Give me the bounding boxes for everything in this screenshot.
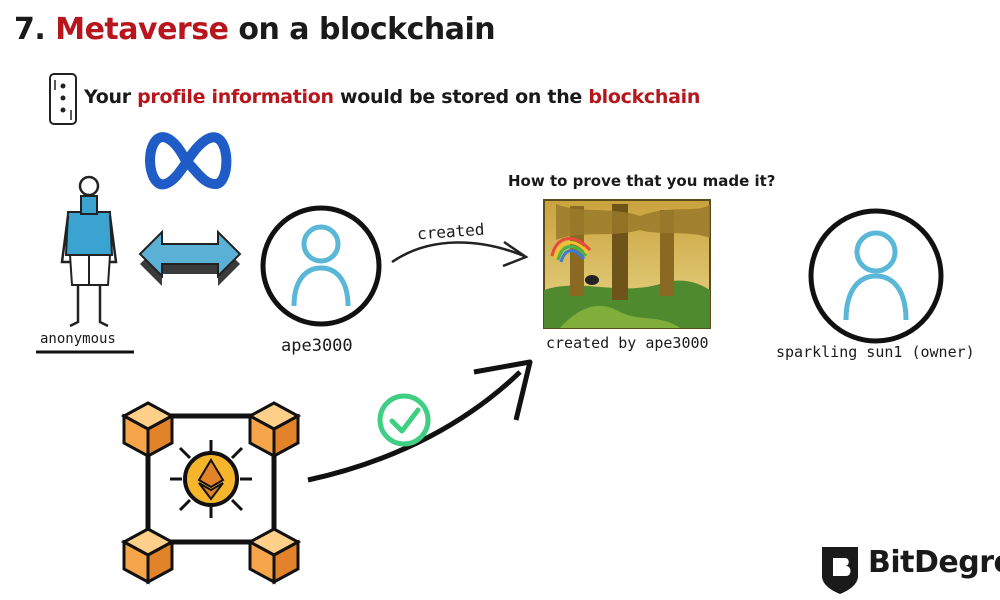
check-icon [377, 393, 431, 447]
cube-bottom-right [246, 527, 302, 585]
title-accent: Metaverse [55, 12, 229, 47]
created-arrow [391, 240, 529, 268]
label-owner: sparkling sun1 (owner) [776, 343, 975, 361]
bitdegree-shield-icon [822, 547, 858, 594]
painting-image [543, 199, 711, 329]
avatar-owner [808, 208, 944, 344]
phone-icon [49, 73, 77, 125]
label-anonymous: anonymous [40, 331, 116, 347]
subtitle-part2: would be stored on the [333, 86, 589, 108]
subtitle: Your profile information would be stored… [84, 86, 700, 108]
title-rest: on a blockchain [228, 12, 496, 47]
subtitle-accent1: profile information [137, 86, 334, 108]
cube-bottom-left [120, 527, 176, 585]
cube-top-left [120, 401, 176, 459]
page-title: 7. Metaverse on a blockchain [14, 12, 496, 47]
title-number: 7. [14, 12, 46, 47]
subtitle-part1: Your [84, 86, 138, 108]
meta-logo-icon [145, 132, 232, 190]
blockchain-arrow [307, 359, 533, 483]
label-ape3000: ape3000 [281, 336, 353, 356]
double-arrow-icon [138, 229, 242, 286]
subtitle-accent2: blockchain [588, 86, 701, 108]
avatar-ape3000 [260, 205, 382, 327]
person-figure-icon [60, 175, 118, 328]
brand-name: BitDegree [868, 545, 1000, 580]
label-question: How to prove that you made it? [508, 172, 776, 190]
blockchain-ethereum-icon [120, 401, 302, 585]
cube-top-right [246, 401, 302, 459]
label-created-by: created by ape3000 [546, 334, 709, 352]
